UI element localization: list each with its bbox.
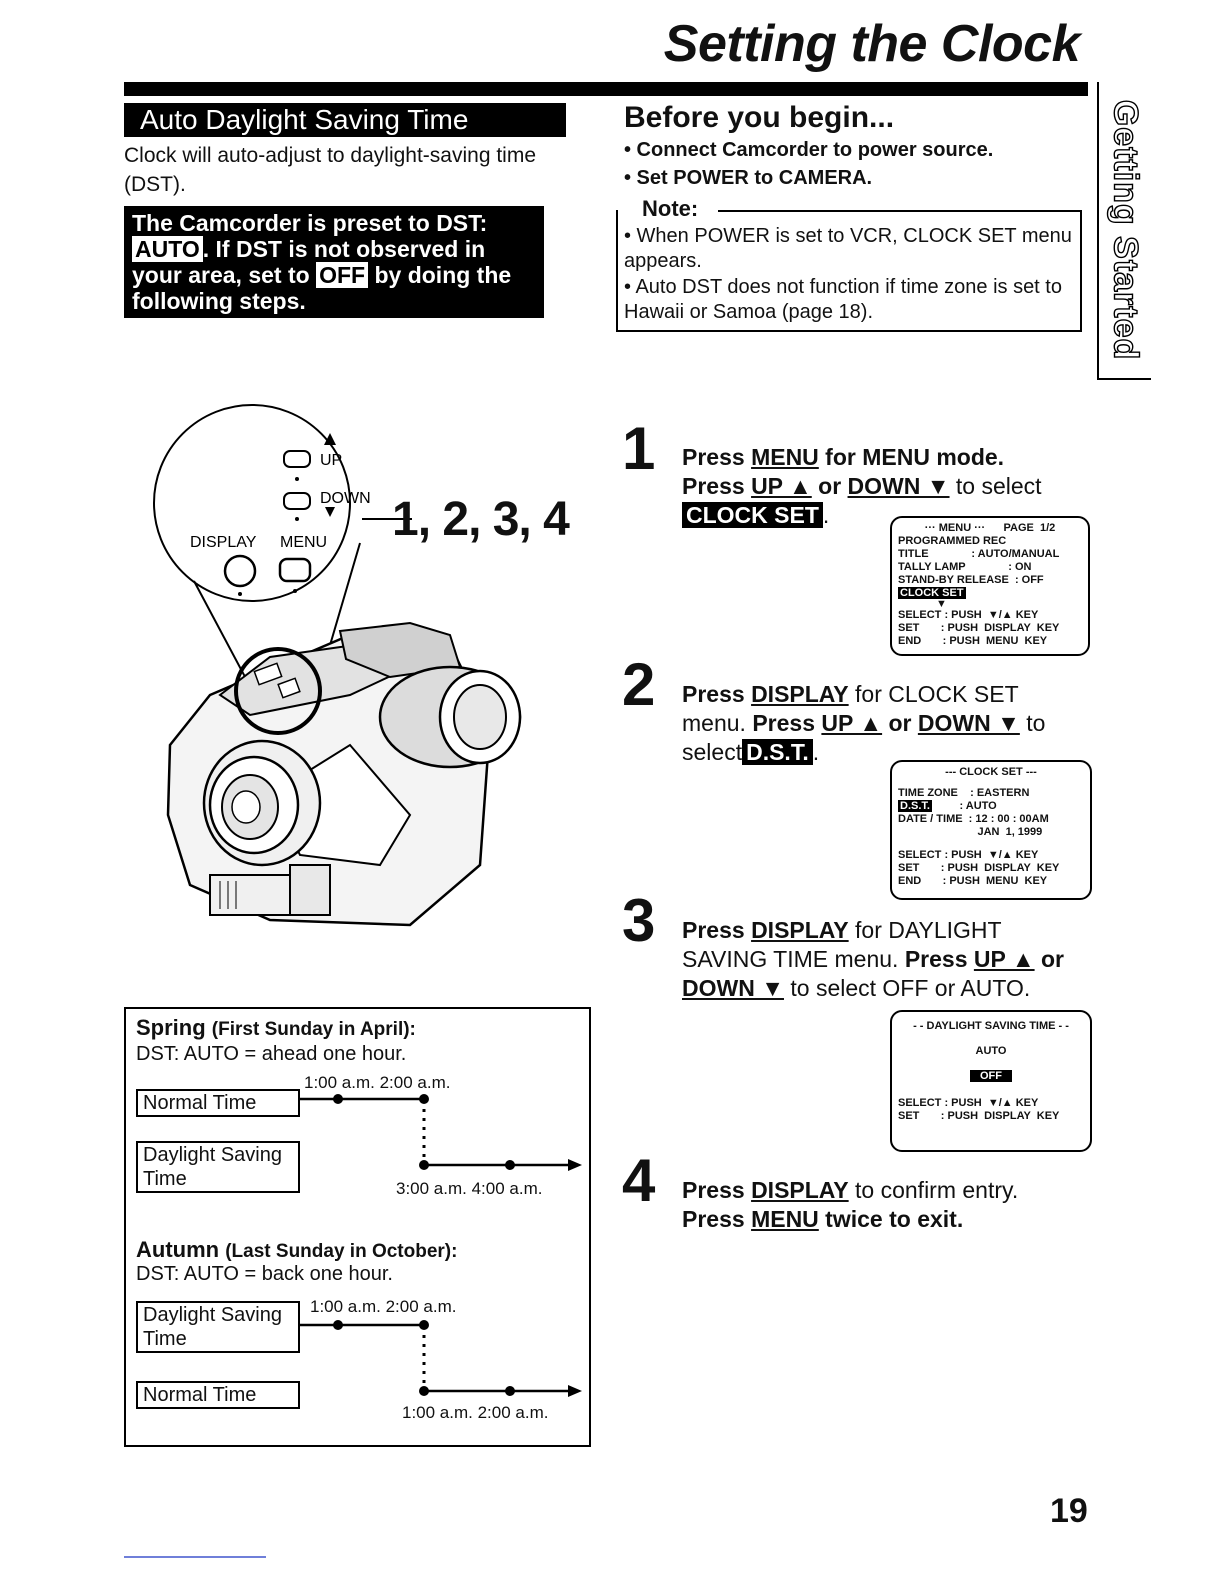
header-rule (124, 82, 1088, 96)
spring-normal-time-label: Normal Time (136, 1089, 300, 1117)
up-key: UP ▲ (973, 946, 1035, 972)
dst-screen: - - DAYLIGHT SAVING TIME - - AUTO OFF SE… (890, 1010, 1092, 1152)
spring-description: DST: AUTO = ahead one hour. (136, 1043, 407, 1065)
screen-selected-item: OFF (970, 1070, 1012, 1082)
step-4-text: Press DISPLAY to confirm entry. Press ME… (682, 1177, 1019, 1232)
down-key: DOWN ▼ (847, 473, 950, 499)
footer-line (124, 1556, 266, 1558)
up-key: UP ▲ (751, 473, 812, 499)
before-item: • Connect Camcorder to power source. (624, 139, 994, 161)
before-item: • Set POWER to CAMERA. (624, 167, 873, 189)
display-label: DISPLAY (190, 534, 257, 551)
preset-notice: The Camcorder is preset to DST: AUTO. If… (124, 206, 544, 318)
preset-line-3: your area, set to OFF by doing the (132, 262, 512, 288)
auto-badge: AUTO (132, 236, 203, 262)
autumn-title: Autumn (Last Sunday in October): (136, 1237, 458, 1262)
step-3-text: Press DISPLAY for DAYLIGHT SAVING TIME m… (682, 917, 1064, 1001)
display-key: DISPLAY (751, 917, 849, 943)
down-key: DOWN ▼ (682, 975, 784, 1001)
note-box: Note: • When POWER is set to VCR, CLOCK … (616, 196, 1082, 332)
before-you-begin-title: Before you begin... (624, 101, 895, 134)
note-label: Note: (636, 196, 705, 222)
up-key: UP ▲ (821, 710, 883, 736)
menu-key: MENU (751, 444, 819, 470)
menu-key: MENU (751, 1206, 819, 1232)
before-you-begin-list: • Connect Camcorder to power source. • S… (624, 136, 993, 192)
page-title: Setting the Clock (663, 15, 1081, 73)
autumn-times-bottom: 1:00 a.m. 2:00 a.m. (402, 1403, 549, 1422)
step-1-number: 1 (622, 415, 656, 482)
up-label: UP (320, 452, 342, 469)
down-label: DOWN (320, 490, 371, 507)
preset-line-4: following steps. (132, 288, 306, 314)
spring-times-bottom: 3:00 a.m. 4:00 a.m. (396, 1179, 543, 1198)
autumn-times-top: 1:00 a.m. 2:00 a.m. (310, 1297, 457, 1316)
camcorder-illustration: UP DOWN DISPLAY MENU (153, 404, 522, 927)
note-item: • Auto DST does not function if time zon… (624, 276, 1062, 323)
dst-option: D.S.T. (742, 739, 813, 765)
step-3-number: 3 (622, 887, 656, 954)
step-2-text: Press DISPLAY for CLOCK SET menu. Press … (682, 681, 1046, 765)
auto-dst-description: Clock will auto-adjust to daylight-savin… (124, 144, 537, 196)
side-tab-label: Getting Started (1106, 99, 1145, 361)
off-badge: OFF (316, 262, 369, 288)
autumn-normal-time-label: Normal Time (136, 1381, 300, 1409)
clock-set-option: CLOCK SET (682, 502, 823, 528)
steps-callout: 1, 2, 3, 4 (392, 493, 570, 546)
menu-label: MENU (280, 534, 327, 551)
dst-schedule-box: Spring (First Sunday in April): DST: AUT… (124, 1007, 591, 1447)
preset-line-1: The Camcorder is preset to DST: (132, 210, 488, 236)
side-tab: Getting Started (1097, 82, 1151, 380)
display-key: DISPLAY (751, 1177, 849, 1203)
menu-screen: ··· MENU ··· PAGE 1/2 PROGRAMMED REC TIT… (890, 516, 1090, 656)
dst-timeline-diagram (300, 1094, 582, 1397)
spring-times-top: 1:00 a.m. 2:00 a.m. (304, 1073, 451, 1092)
screen-selected-item: CLOCK SET (898, 587, 966, 599)
step-2-number: 2 (622, 651, 656, 718)
auto-dst-heading: Auto Daylight Saving Time (124, 103, 566, 137)
note-item: • When POWER is set to VCR, CLOCK SET me… (624, 225, 1072, 272)
autumn-description: DST: AUTO = back one hour. (136, 1263, 393, 1285)
display-key: DISPLAY (751, 681, 849, 707)
step-4-number: 4 (622, 1147, 656, 1214)
step-1-text: Press MENU for MENU mode. Press UP ▲ or … (682, 444, 1042, 528)
down-key: DOWN ▼ (917, 710, 1020, 736)
screen-selected-item: D.S.T. (898, 800, 932, 812)
preset-line-2: AUTO. If DST is not observed in (132, 236, 536, 262)
spring-title: Spring (First Sunday in April): (136, 1015, 416, 1040)
page-number: 19 (1050, 1492, 1088, 1530)
clock-set-screen: --- CLOCK SET --- TIME ZONE : EASTERN D.… (890, 760, 1092, 900)
